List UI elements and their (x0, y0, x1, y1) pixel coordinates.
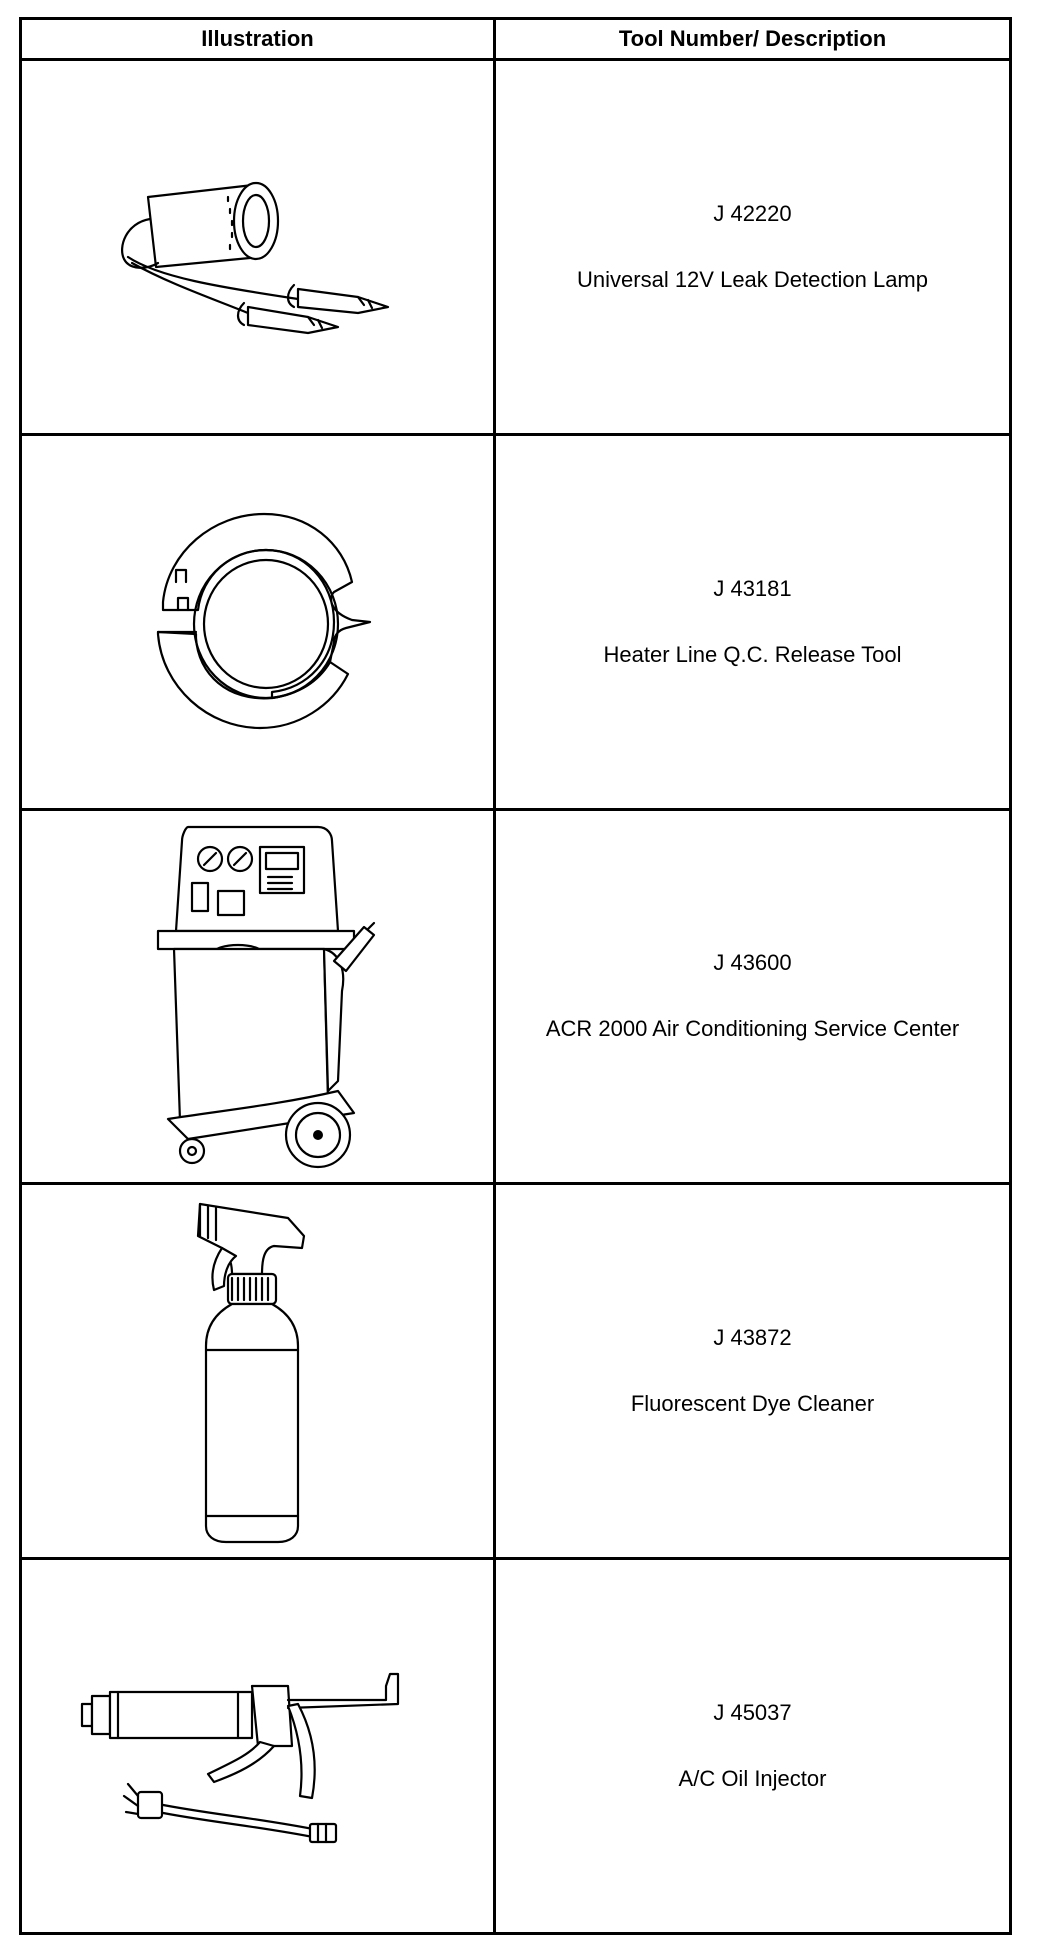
illustration-cell (19, 1182, 496, 1561)
leak-detection-lamp-icon (120, 181, 389, 334)
tool-number: J 45037 (713, 1700, 792, 1726)
special-tools-table: Illustration Tool Number/ Description (19, 17, 1012, 1935)
service-center-icon (156, 826, 375, 1169)
tool-description-cell: J 43600 ACR 2000 Air Conditioning Servic… (493, 807, 1012, 1186)
tool-number: J 43872 (713, 1325, 792, 1351)
tool-description-cell: J 45037 A/C Oil Injector (493, 1557, 1012, 1935)
table-row: J 43181 Heater Line Q.C. Release Tool (19, 432, 1012, 811)
header-row: Illustration Tool Number/ Description (19, 17, 1012, 61)
tool-description: Heater Line Q.C. Release Tool (603, 641, 902, 667)
table-row: J 42220 Universal 12V Leak Detection Lam… (19, 58, 1012, 436)
illustration-header: Illustration (19, 17, 496, 61)
tool-description: Fluorescent Dye Cleaner (630, 1391, 875, 1417)
tool-description-cell: J 43872 Fluorescent Dye Cleaner (493, 1182, 1012, 1561)
oil-injector-icon (80, 1672, 399, 1844)
illustration-cell (19, 432, 496, 811)
illustration-cell (19, 807, 496, 1186)
tool-number: J 43181 (713, 575, 792, 601)
table-row: J 45037 A/C Oil Injector (19, 1557, 1012, 1935)
tool-description-cell: J 43181 Heater Line Q.C. Release Tool (493, 432, 1012, 811)
tool-number: J 43600 (713, 950, 792, 976)
illustration-cell (19, 1557, 496, 1935)
tool-description-header: Tool Number/ Description (493, 17, 1012, 61)
illustration-cell (19, 58, 496, 436)
tool-description: Universal 12V Leak Detection Lamp (577, 266, 928, 292)
tool-description-cell: J 42220 Universal 12V Leak Detection Lam… (493, 58, 1012, 436)
release-tool-icon (156, 512, 371, 729)
tool-description: ACR 2000 Air Conditioning Service Center (545, 1016, 960, 1042)
tool-number: J 42220 (713, 200, 792, 226)
table-row: J 43872 Fluorescent Dye Cleaner (19, 1182, 1012, 1561)
tool-description: A/C Oil Injector (678, 1766, 827, 1792)
table-row: J 43600 ACR 2000 Air Conditioning Servic… (19, 807, 1012, 1186)
spray-bottle-icon (196, 1203, 305, 1544)
